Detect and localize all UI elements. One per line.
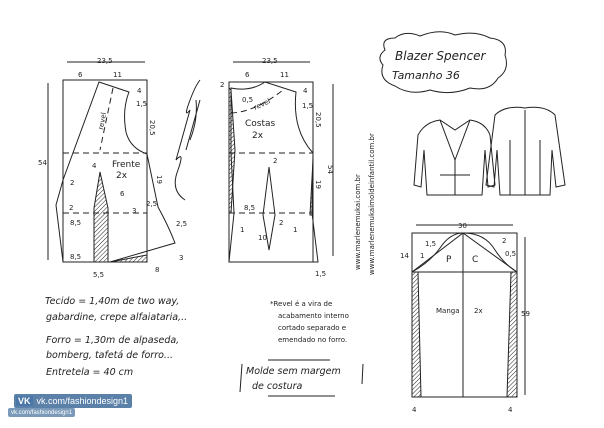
- website-url: www.marlenemukaimoldeinfantil.com.br: [368, 133, 376, 275]
- sleeve-front-label: P: [446, 255, 452, 265]
- front-measure: 8,5: [70, 253, 81, 261]
- back-measure: 2: [279, 219, 283, 227]
- back-measure: 10: [258, 234, 267, 242]
- front-pattern-piece: 23,5 6 11 4 1,5 20,5 54 19 4 2 2 6 8,5 8…: [38, 57, 187, 279]
- back-measure: 2: [220, 81, 224, 89]
- sleeve-measure: 4: [508, 406, 513, 414]
- materials-list: Tecido = 1,40m de two way, gabardine, cr…: [45, 296, 187, 378]
- title-cloud: Blazer Spencer Tamanho 36: [379, 31, 507, 94]
- front-measure: 4: [137, 87, 142, 95]
- pattern-title: Blazer Spencer: [395, 49, 487, 63]
- front-measure: 19: [155, 175, 163, 184]
- back-dart: [262, 166, 276, 251]
- front-measure: 3: [132, 207, 136, 215]
- back-measure: 2: [273, 157, 277, 165]
- sleeve-measure: 4: [412, 406, 417, 414]
- front-label: Frente: [112, 160, 141, 170]
- jacket-front-sketch: [413, 119, 496, 196]
- sleeve-measure: 1,5: [425, 240, 436, 248]
- front-measure: 6: [78, 71, 83, 79]
- signature: [174, 79, 201, 201]
- material-line: Entretela = 40 cm: [46, 367, 133, 378]
- back-measure: 6: [245, 71, 250, 79]
- note-line: Molde sem margem: [246, 366, 341, 377]
- sleeve-measure: 14: [400, 252, 409, 260]
- back-measure: 20,5: [314, 112, 322, 128]
- back-measure: 19: [314, 180, 322, 189]
- front-hem-dart: [109, 254, 148, 263]
- sleeve-label: Manga: [436, 307, 460, 315]
- front-count: 2x: [116, 171, 128, 181]
- vk-logo-icon: VK: [16, 396, 33, 406]
- front-measure: 3: [179, 254, 183, 262]
- front-measure: 1,5: [136, 100, 147, 108]
- back-pattern-piece: 23,5 6 11 2 0,5 4 1,5 20,5 54 2 19 8,5 2…: [220, 57, 334, 278]
- front-measure: 5,5: [93, 271, 104, 279]
- sleeve-measure: 1: [420, 252, 424, 260]
- front-measure: 6: [120, 190, 125, 198]
- back-measure: 4: [303, 87, 308, 95]
- note-line: acabamento interno: [278, 312, 349, 320]
- watermark-small: vk.com/fashiondesign1: [8, 408, 76, 417]
- sleeve-length: 59: [521, 310, 530, 318]
- front-measure: 8,5: [70, 219, 81, 227]
- sleeve-measure: 2: [502, 237, 506, 245]
- pattern-size: Tamanho 36: [392, 69, 460, 82]
- seam-note: Molde sem margem de costura: [239, 359, 364, 397]
- front-measure: 8: [155, 266, 159, 274]
- note-line: emendado no forro.: [278, 336, 347, 344]
- watermark-text: vk.com/fashiondesign1: [36, 396, 129, 406]
- back-count: 2x: [252, 131, 264, 141]
- front-measure: 2: [70, 179, 74, 187]
- back-measure: 0,5: [242, 96, 253, 104]
- note-line: de costura: [252, 381, 303, 392]
- front-measure: 2,5: [176, 220, 187, 228]
- back-label: Costas: [245, 119, 276, 129]
- back-measure: 1: [240, 226, 244, 234]
- sleeve-count: 2x: [474, 307, 483, 315]
- back-width: 23,5: [262, 57, 278, 65]
- material-line: Tecido = 1,40m de two way,: [45, 296, 179, 307]
- note-line: *Revel é a vira de: [270, 300, 332, 308]
- back-length: 54: [326, 165, 334, 174]
- back-measure: 1,5: [315, 270, 326, 278]
- note-line: cortado separado e: [278, 324, 346, 332]
- jacket-back-sketch: [485, 106, 566, 196]
- material-line: bomberg, tafetá de forro...: [46, 350, 173, 361]
- sleeve-width: 30: [458, 222, 467, 230]
- back-measure: 11: [280, 71, 289, 79]
- front-measure: 11: [113, 71, 122, 79]
- back-revel-label: revel: [252, 97, 271, 112]
- front-width: 23,5: [97, 57, 113, 65]
- watermark-text: vk.com/fashiondesign1: [11, 409, 73, 416]
- front-measure: 2,5: [146, 200, 157, 208]
- website-url: www.marlenemukai.com.br: [354, 174, 362, 270]
- front-length: 54: [38, 159, 47, 167]
- front-revel-label: revel: [97, 112, 108, 131]
- revel-note: *Revel é a vira de acabamento interno co…: [270, 300, 349, 344]
- front-dart: [93, 171, 109, 263]
- sleeve-pattern-piece: 30 14 1,5 1 2 0,5 59 4 4 P C Manga 2x: [400, 222, 530, 414]
- front-measure: 4: [92, 162, 97, 170]
- back-measure: 1,5: [302, 102, 313, 110]
- back-measure: 1: [293, 226, 297, 234]
- material-line: gabardine, crepe alfaiataria,..: [46, 312, 187, 323]
- front-measure: 20,5: [148, 120, 156, 136]
- back-measure: 8,5: [244, 204, 255, 212]
- material-line: Forro = 1,30m de alpaseda,: [46, 335, 179, 346]
- sleeve-measure: 0,5: [505, 250, 516, 258]
- sleeve-back-label: C: [472, 255, 478, 265]
- front-measure: 2: [69, 204, 73, 212]
